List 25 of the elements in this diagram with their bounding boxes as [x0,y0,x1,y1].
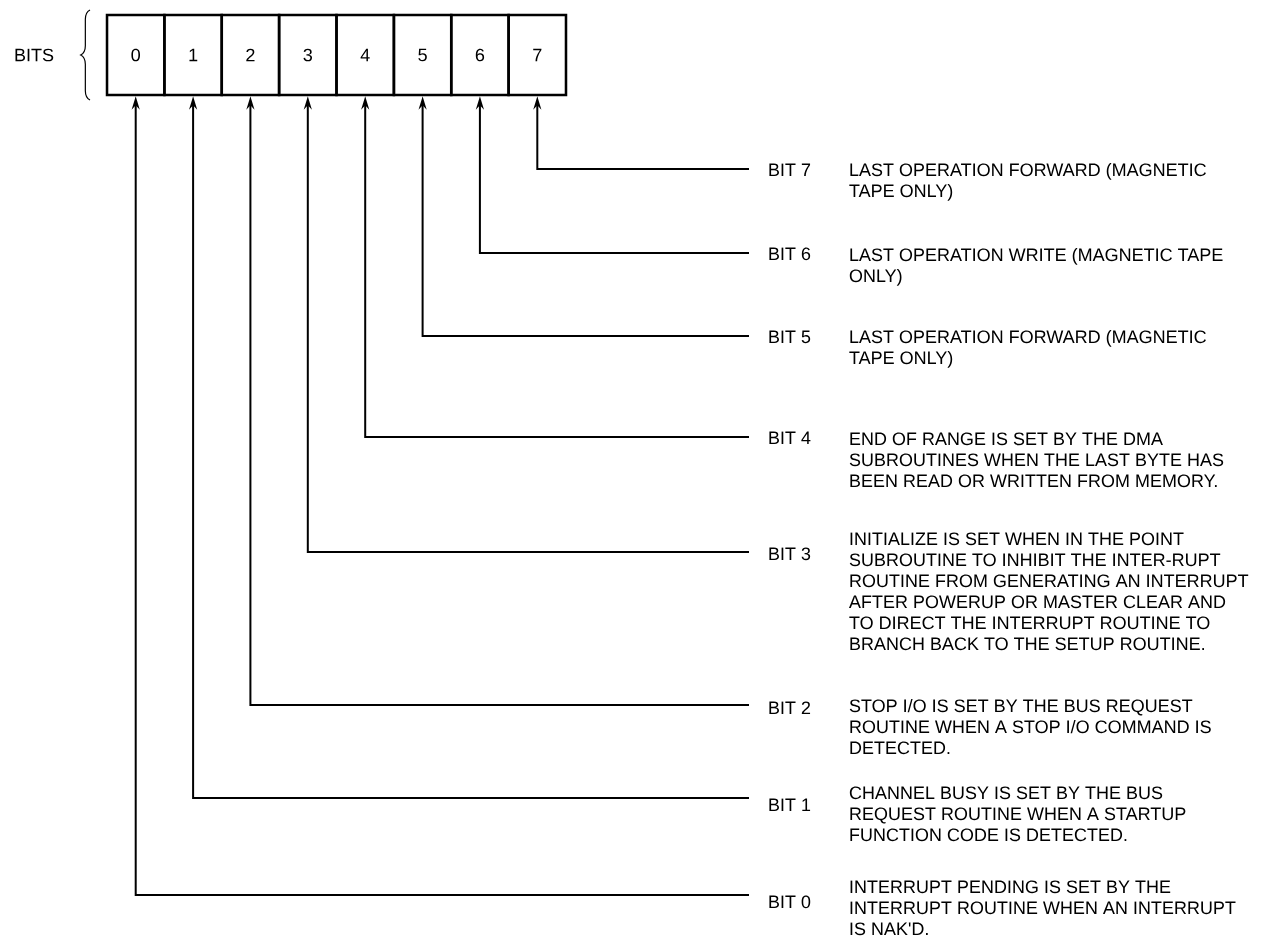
description-text: LAST OPERATION WRITE (MAGNETIC TAPE ONLY) [849,247,1223,286]
bit-label: BIT 6 [769,247,811,261]
description-text: STOP I/O IS SET BY THE BUS REQUEST ROUTINE WHEN A STOP I/O COMMAND IS DETECTED. [849,698,1211,755]
bit-label: BIT 2 [769,701,811,714]
bit-cell: 2 [220,13,281,97]
bit-cell: 4 [335,13,396,97]
bit-cell: 3 [277,13,338,97]
bit-label: BIT 7 [769,163,811,176]
bit-cell: 6 [449,13,510,97]
bit-cell: 1 [163,13,224,97]
bit-cell: 7 [507,13,568,97]
description-text: INITIALIZE IS SET WHEN IN THE POINT SUBROUTINE TO INHIBIT THE INTER-RUPT ROUTINE FROM GENERATING AN INTERRUPT AFTER POWERUP OR MASTER CLEAR AND TO DIRECT THE INTERRUPT ROUTINE TO BRANCH BACK TO THE SETUP ROUTINE. [849,532,1249,651]
description-text: CHANNEL BUSY IS SET BY THE BUS REQUEST ROUTINE WHEN A STARTUP FUNCTION CODE IS DETECTED. [849,786,1186,842]
bit-label: BIT 0 [769,895,811,909]
bit-label: BIT 4 [769,431,811,444]
bit-label: BIT 1 [769,798,811,811]
description-text: LAST OPERATION FORWARD (MAGNETIC TAPE ONLY) [849,162,1206,201]
bit-cell: 5 [392,13,453,97]
bit-label: BIT 3 [769,547,811,561]
bit-cell: 0 [105,13,166,97]
description-text: END OF RANGE IS SET BY THE DMA SUBROUTINES WHEN THE LAST BYTE HAS BEEN READ OR WRITTEN FROM MEMORY. [849,432,1224,488]
description-text: INTERRUPT PENDING IS SET BY THE INTERRUPT ROUTINE WHEN AN INTERRUPT IS NAK'D. [850,880,1236,936]
description-text: LAST OPERATION FORWARD (MAGNETIC TAPE ONLY) [849,329,1206,368]
bit-label: BIT 5 [769,330,811,344]
bits-label: BITS [15,48,54,62]
